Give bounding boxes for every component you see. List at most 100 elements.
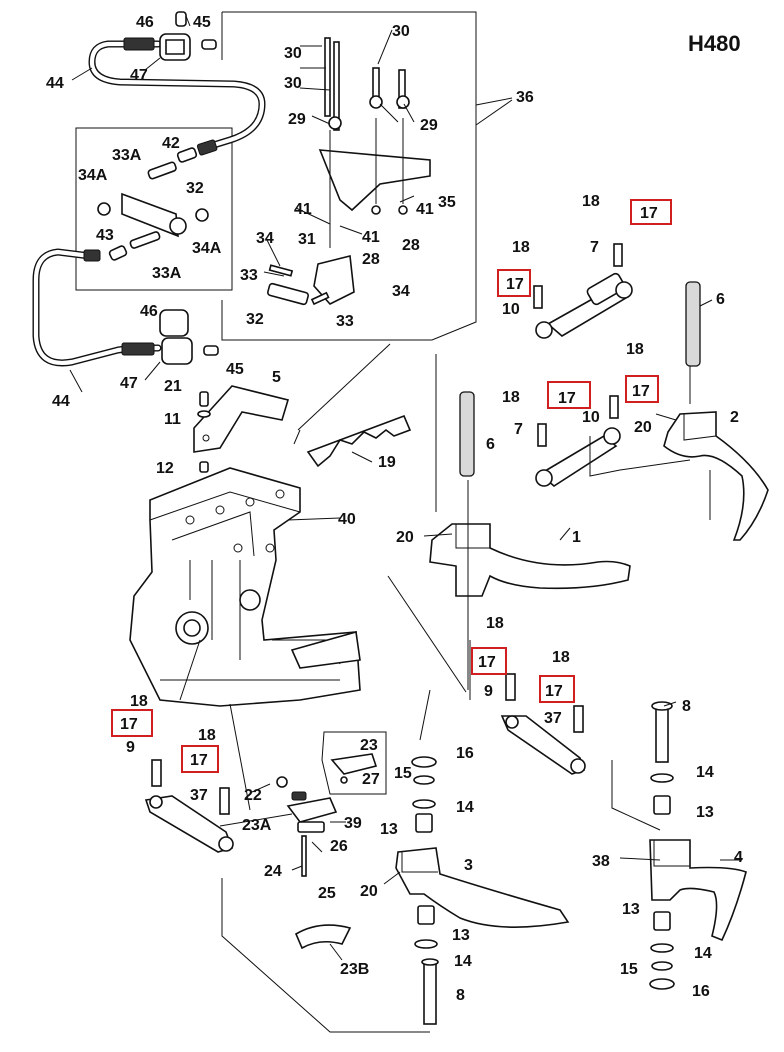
callout-30: 30 bbox=[284, 45, 302, 62]
callout-14: 14 bbox=[454, 953, 472, 970]
callout-5: 5 bbox=[272, 369, 281, 386]
callout-4: 4 bbox=[734, 849, 743, 866]
link-arm-left bbox=[144, 759, 234, 853]
bracket-5 bbox=[193, 385, 290, 453]
callout-20: 20 bbox=[634, 419, 652, 436]
rod-6-middle bbox=[459, 391, 475, 477]
cylinder-upper bbox=[533, 243, 633, 339]
callout-41: 41 bbox=[416, 201, 434, 218]
callout-18: 18 bbox=[512, 239, 530, 256]
callout-39: 39 bbox=[344, 815, 362, 832]
callout-10: 10 bbox=[582, 409, 600, 426]
callout-17: 17 bbox=[558, 390, 576, 407]
callout-23B: 23B bbox=[340, 961, 369, 978]
highlight-box-17 bbox=[181, 745, 219, 773]
callout-44: 44 bbox=[52, 393, 70, 410]
callout-18: 18 bbox=[552, 649, 570, 666]
callout-labels: 46 45 44 47 42 33A 34A 32 43 34A 33A 46 … bbox=[46, 14, 743, 1004]
rod-6-upper bbox=[685, 281, 701, 367]
highlight-box-17 bbox=[539, 675, 575, 703]
callout-14: 14 bbox=[696, 764, 714, 781]
callout-10: 10 bbox=[502, 301, 520, 318]
callout-28: 28 bbox=[362, 251, 380, 268]
hydraulic-hose-lower bbox=[32, 248, 162, 367]
callout-7: 7 bbox=[590, 239, 599, 256]
fastener-stack-left bbox=[197, 391, 211, 473]
callout-34: 34 bbox=[392, 283, 410, 300]
callout-33A: 33A bbox=[112, 147, 142, 164]
callout-13: 13 bbox=[380, 821, 398, 838]
callout-37: 37 bbox=[544, 710, 562, 727]
callout-14: 14 bbox=[456, 799, 474, 816]
callout-1: 1 bbox=[572, 529, 581, 546]
callout-13: 13 bbox=[452, 927, 470, 944]
highlight-boxes bbox=[111, 199, 672, 773]
bushing-stack-right bbox=[649, 773, 675, 990]
callout-47: 47 bbox=[130, 67, 148, 84]
rod-8-lower bbox=[421, 958, 439, 1025]
bracket-23-inset bbox=[321, 731, 387, 795]
callout-42: 42 bbox=[162, 135, 180, 152]
inset-parts bbox=[97, 11, 431, 365]
callout-6: 6 bbox=[716, 291, 725, 308]
callout-17: 17 bbox=[190, 752, 208, 769]
callout-23A: 23A bbox=[242, 817, 272, 834]
callout-16: 16 bbox=[456, 745, 474, 762]
callout-30: 30 bbox=[392, 23, 410, 40]
callout-20: 20 bbox=[396, 529, 414, 546]
highlight-box-17 bbox=[497, 269, 531, 297]
callout-13: 13 bbox=[622, 901, 640, 918]
callout-33: 33 bbox=[240, 267, 258, 284]
callout-32: 32 bbox=[186, 180, 204, 197]
callout-37: 37 bbox=[190, 787, 208, 804]
callout-22: 22 bbox=[244, 787, 262, 804]
link-arm-right bbox=[500, 673, 586, 775]
highlight-box-17 bbox=[471, 647, 507, 675]
callout-46: 46 bbox=[140, 303, 158, 320]
callout-17: 17 bbox=[478, 654, 496, 671]
callout-26: 26 bbox=[330, 838, 348, 855]
callout-44: 44 bbox=[46, 75, 64, 92]
callout-18: 18 bbox=[502, 389, 520, 406]
segment-23B bbox=[294, 924, 352, 950]
callout-28: 28 bbox=[402, 237, 420, 254]
callout-6: 6 bbox=[486, 436, 495, 453]
callout-7: 7 bbox=[514, 421, 523, 438]
callout-41: 41 bbox=[294, 201, 312, 218]
callout-46: 46 bbox=[136, 14, 154, 31]
callout-36: 36 bbox=[516, 89, 534, 106]
lift-arm-2 bbox=[663, 411, 769, 541]
callout-18: 18 bbox=[130, 693, 148, 710]
callout-45: 45 bbox=[193, 14, 211, 31]
callout-8: 8 bbox=[456, 987, 465, 1004]
highlight-box-17 bbox=[630, 199, 672, 225]
plate-19 bbox=[306, 414, 412, 468]
callout-14: 14 bbox=[694, 945, 712, 962]
hydraulic-hose-upper bbox=[88, 37, 266, 156]
callout-2: 2 bbox=[730, 409, 739, 426]
bushing-stack-center bbox=[411, 756, 438, 949]
callout-34A: 34A bbox=[192, 240, 222, 257]
highlight-box-17 bbox=[111, 709, 153, 737]
callout-40: 40 bbox=[338, 511, 356, 528]
callout-29: 29 bbox=[420, 117, 438, 134]
cylinder-middle bbox=[535, 395, 621, 487]
callout-20: 20 bbox=[360, 883, 378, 900]
callout-13: 13 bbox=[696, 804, 714, 821]
leader-lines bbox=[69, 15, 742, 1033]
callout-27: 27 bbox=[362, 771, 380, 788]
lift-arm-4 bbox=[649, 839, 747, 942]
callout-17: 17 bbox=[120, 716, 138, 733]
callout-16: 16 bbox=[692, 983, 710, 1000]
rod-8-right bbox=[651, 701, 673, 763]
callout-17: 17 bbox=[506, 276, 524, 293]
callout-8: 8 bbox=[682, 698, 691, 715]
inset-frame bbox=[75, 11, 513, 341]
callout-35: 35 bbox=[438, 194, 456, 211]
callout-23: 23 bbox=[360, 737, 378, 754]
sensor-23A bbox=[276, 776, 338, 877]
highlight-box-17 bbox=[547, 381, 591, 409]
callout-30: 30 bbox=[284, 75, 302, 92]
callout-3: 3 bbox=[464, 857, 473, 874]
